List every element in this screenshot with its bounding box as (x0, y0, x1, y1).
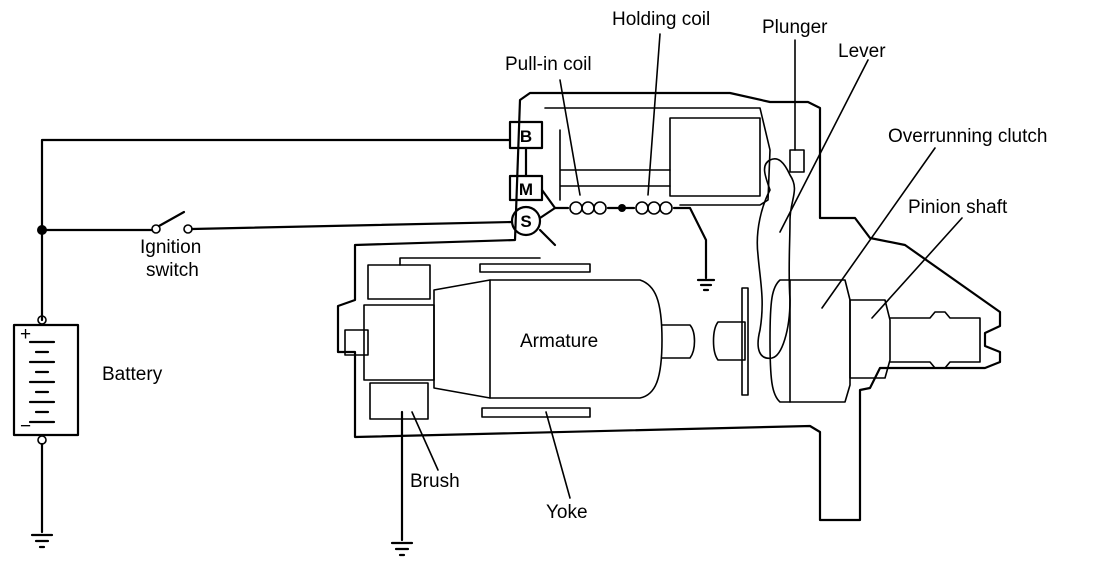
lever-leader (779, 59, 869, 233)
brush-leader (411, 411, 439, 471)
shaft-end-left (344, 329, 369, 356)
plunger-label: Plunger (762, 17, 828, 38)
brush (369, 382, 429, 420)
drive-shaft-stub (712, 321, 746, 361)
pinion-shaft-leader (871, 217, 963, 319)
overrunning-clutch-leader (821, 147, 936, 309)
ignition-wire-b (190, 220, 514, 231)
holding-coil-ground-icon (696, 278, 716, 292)
field-coil-top (367, 264, 431, 300)
terminal-b-label: B (520, 127, 532, 146)
pinion-shaft-label: Pinion shaft (908, 197, 1008, 218)
yoke-bottom-strip (481, 407, 591, 418)
battery-positive-post (37, 315, 47, 325)
brush-ground-icon (390, 541, 414, 557)
plunger-rod (559, 129, 671, 201)
holding-coil-leader (647, 33, 661, 196)
yoke-leader (545, 411, 571, 499)
holding-coil (620, 201, 708, 280)
battery-plus-sign: + (20, 324, 31, 345)
pinion-gear (849, 299, 891, 379)
pinion-shaft (889, 311, 981, 369)
ignition-switch-contact-a (151, 224, 161, 234)
yoke-label: Yoke (546, 502, 588, 523)
battery-negative-post (37, 435, 47, 445)
battery-ground-icon (30, 533, 54, 549)
solenoid-housing (544, 107, 771, 206)
yoke-top-strip (479, 263, 591, 273)
commutator (363, 304, 435, 381)
battery-minus-sign: − (20, 416, 31, 437)
shift-lever (756, 158, 796, 359)
terminal-m-label: M (519, 180, 533, 199)
battery-label: Battery (102, 364, 163, 385)
battery-case (12, 323, 80, 437)
clutch-collar (741, 287, 749, 396)
brush-label: Brush (410, 471, 460, 492)
field-lead (399, 257, 541, 266)
overrunning-clutch (769, 279, 851, 403)
battery-cells (28, 340, 56, 424)
pull-in-coil (553, 201, 624, 215)
holding-coil-label: Holding coil (612, 9, 710, 30)
ignition-switch-label-line1: Ignition (140, 237, 201, 258)
ignition-switch-contact-b (183, 224, 193, 234)
armature-label: Armature (520, 331, 598, 352)
solenoid-plunger-body (669, 117, 761, 197)
plunger-tip (789, 149, 805, 173)
m-to-field-lead (538, 228, 557, 247)
terminal-m (508, 174, 544, 202)
armature-shaft (661, 324, 696, 359)
ignition-switch-blade (157, 210, 186, 228)
overrunning-clutch-label: Overrunning clutch (888, 126, 1047, 147)
pull-in-coil-leader (559, 79, 581, 196)
terminal-coil-leads (538, 188, 557, 220)
pull-in-coil-label: Pull-in coil (505, 54, 592, 75)
lever-label: Lever (838, 41, 886, 62)
armature-core (433, 279, 663, 399)
terminal-s-label: S (520, 212, 531, 231)
ignition-switch-label-line2: switch (146, 260, 199, 281)
battery-positive-wire (40, 138, 512, 322)
starter-housing (336, 91, 1002, 522)
